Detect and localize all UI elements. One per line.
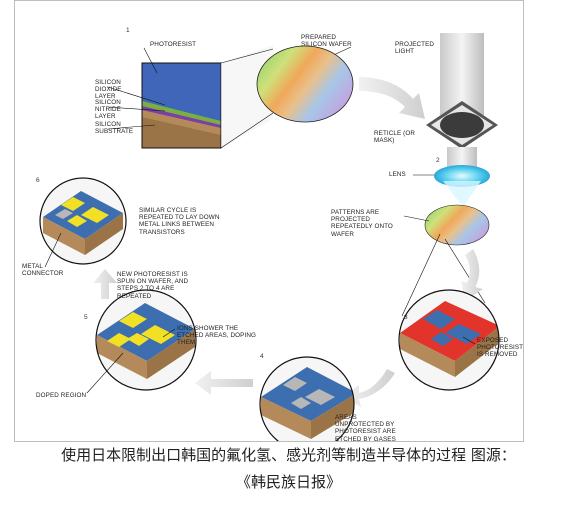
label-silicon-dioxide-layer: SILICON DIOXIDE LAYER (95, 79, 122, 101)
diagram-artwork (39, 33, 500, 441)
arrow-to-step4 (343, 369, 395, 407)
step-number-2: 2 (436, 157, 440, 164)
step-number-3: 3 (404, 314, 408, 321)
label-patterns-projected: PATTERNS ARE PROJECTED REPEATEDLY ONTO W… (331, 209, 393, 238)
step-number-5: 5 (84, 314, 88, 321)
label-silicon-substrate: SILICON SUBSTRATE (95, 121, 134, 136)
layer-stack (141, 45, 274, 149)
label-exposed-photoresist: EXPOSED PHOTORESIST IS REMOVED (477, 337, 524, 359)
label-areas-unprotected: AREAS UNPROTECTED BY PHOTORESIST ARE ETC… (335, 414, 396, 442)
step5-circle (96, 290, 196, 390)
label-lens: LENS (389, 171, 406, 178)
arrow-to-step6 (93, 269, 117, 299)
projection-column (424, 33, 498, 246)
label-ions-shower: IONS SHOWER THE ETCHED AREAS, DOPING THE… (177, 325, 256, 347)
caption-line-2: 《韩民族日报》 (235, 473, 341, 491)
label-metal-connector: METAL CONNECTOR (22, 263, 64, 278)
label-reticle: RETICLE (OR MASK) (374, 130, 415, 145)
arrow-to-projection (359, 77, 425, 119)
label-projected-light: PROJECTED LIGHT (395, 41, 435, 56)
caption-line-1: 使用日本限制出口韩国的氟化氢、感光剂等制造半导体的过程 图源： (61, 446, 516, 464)
step-number-6: 6 (36, 177, 40, 184)
process-diagram: 1 2 3 4 5 6 PHOTORESIST SILICON DIOXIDE … (14, 0, 524, 442)
label-new-photoresist: NEW PHOTORESIST IS SPUN ON WAFER, AND ST… (117, 271, 189, 300)
label-photoresist: PHOTORESIST (150, 41, 197, 48)
patterned-wafer (424, 204, 490, 246)
label-silicon-nitride-layer: SILICON NITRIDE LAYER (95, 99, 121, 121)
arrow-to-step3 (461, 249, 483, 301)
label-doped-region: DOPED REGION (36, 392, 87, 399)
label-prepared-silicon-wafer: PREPARED SILICON WAFER (301, 34, 352, 49)
step3-circle (399, 290, 499, 390)
step6-circle (40, 178, 126, 264)
step-number-1: 1 (126, 27, 130, 34)
arrow-to-step5 (195, 371, 253, 395)
step-number-4: 4 (260, 353, 264, 360)
step4-circle (260, 357, 354, 441)
label-similar-cycle: SIMILAR CYCLE IS REPEATED TO LAY DOWN ME… (139, 207, 220, 236)
prepared-wafer (256, 45, 354, 123)
